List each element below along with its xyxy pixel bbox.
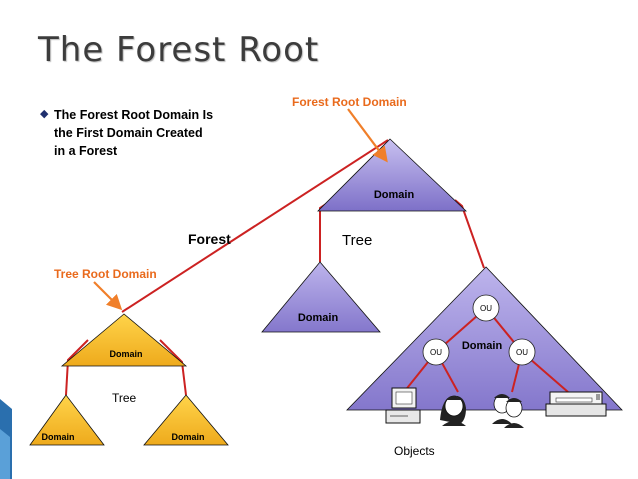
bullet-diamond-icon: ◆ <box>40 108 49 120</box>
forest-root-domain-name: Domain <box>374 189 415 201</box>
left-child-domain-triangle <box>29 394 105 446</box>
bullet-line-3: in a Forest <box>54 144 118 158</box>
tree-root-domain-triangle <box>60 313 188 367</box>
middle-domain-triangle <box>261 261 381 333</box>
ou-right: OU <box>508 338 536 366</box>
left-child-domain-name: Domain <box>41 432 74 442</box>
tree-link-right <box>454 199 485 269</box>
domain-links <box>65 139 485 396</box>
forest-link <box>121 139 389 313</box>
bullet-line-2: the First Domain Created <box>54 126 203 140</box>
slide-title: The Forest Root <box>38 30 320 70</box>
ou-left-label: OU <box>430 348 442 357</box>
ou-top: OU <box>472 294 500 322</box>
right-domain-triangle <box>346 266 623 411</box>
user-icon <box>440 395 466 426</box>
right-domain-name: Domain <box>462 340 503 352</box>
tree-small-label: Tree <box>112 391 137 405</box>
ou-right-label: OU <box>516 348 528 357</box>
objects-label: Objects <box>394 444 435 458</box>
users-icon <box>492 394 524 428</box>
ou-top-label: OU <box>480 304 492 313</box>
forest-root-arrow <box>347 108 388 163</box>
slide-corner-decoration <box>0 399 12 479</box>
bullet-point: ◆ The Forest Root Domain Is the First Do… <box>40 106 240 160</box>
tree-root-domain-label: Tree Root Domain <box>54 267 157 281</box>
ou-left: OU <box>422 338 450 366</box>
middle-domain-name: Domain <box>298 312 339 324</box>
tree-root-link-right <box>159 339 187 396</box>
forest-root-domain-label: Forest Root Domain <box>292 95 407 109</box>
printer-icon <box>545 391 607 417</box>
right-child-domain-triangle <box>143 394 229 446</box>
forest-label: Forest <box>188 231 231 247</box>
tree-large-label: Tree <box>342 232 372 249</box>
bullet-text: The Forest Root Domain Is the First Doma… <box>54 106 240 160</box>
tree-root-link-left <box>65 339 89 396</box>
tree-root-domain-name: Domain <box>109 349 142 359</box>
tree-root-arrow <box>93 281 123 311</box>
forest-root-domain-triangle <box>317 138 468 212</box>
bullet-line-1: The Forest Root Domain Is <box>54 108 214 122</box>
right-child-domain-name: Domain <box>171 432 204 442</box>
computer-icon <box>385 387 421 424</box>
